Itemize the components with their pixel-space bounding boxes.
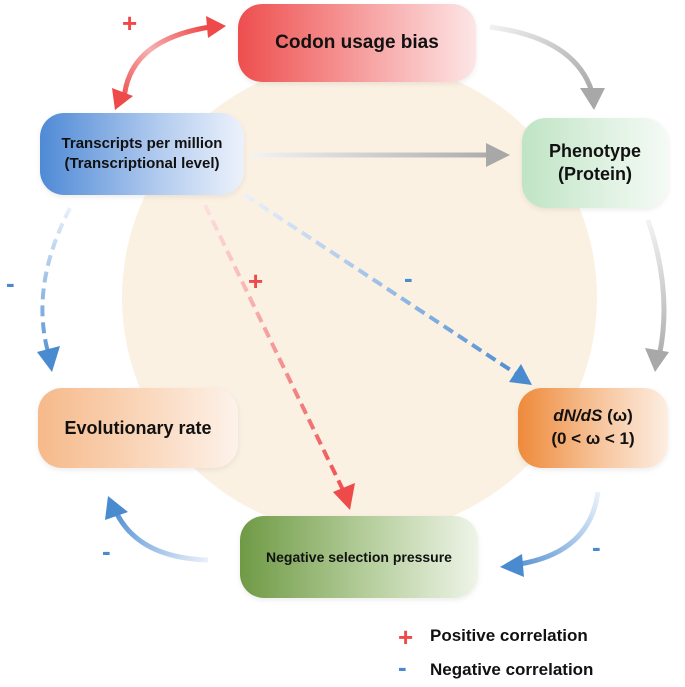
node-transcripts-label: Transcripts per million <box>61 134 223 152</box>
arrowhead-tpm-evolutionary-rate <box>37 346 60 372</box>
arrowhead-tpm-dnds <box>509 364 532 385</box>
dnds-slash-text: / <box>575 406 581 426</box>
sign-codon-tpm: + <box>122 8 138 38</box>
arrowhead-tpm-negative-selection <box>333 483 355 510</box>
node-phenotype-label: Phenotype <box>548 140 641 161</box>
node-negative-selection-label: Negative selection pressure <box>266 549 452 565</box>
sign-negative-selection-evolutionary-rate: - <box>102 536 111 566</box>
node-evolutionary-rate-label: Evolutionary rate <box>64 417 212 438</box>
node-dnds-ratio: dN/dS (ω) (0 < ω < 1) <box>518 388 668 468</box>
arrow-tpm-negative-selection <box>203 204 345 491</box>
dnds-ds-text: dS <box>580 406 603 426</box>
sign-tpm-evolutionary-rate: - <box>6 268 15 298</box>
dnds-dn-text: dN <box>553 406 576 426</box>
legend-positive-label: Positive correlation <box>430 626 588 645</box>
arrow-dnds-negative-selection <box>519 491 601 567</box>
node-transcripts-sublabel: (Transcriptional level) <box>64 155 220 172</box>
arrowhead-tpm-phenotype <box>486 143 510 167</box>
arrowhead-phenotype-dnds <box>645 348 669 372</box>
sign-tpm-negative-selection: + <box>248 266 264 296</box>
node-codon-usage-bias-label: Codon usage bias <box>275 32 439 53</box>
arrow-codon-phenotype <box>489 24 595 93</box>
arrowhead-codon-phenotype <box>580 88 605 110</box>
node-dnds-label: dN/dS (ω) <box>553 405 633 428</box>
arrowhead-negative-selection-evolutionary-rate <box>105 496 128 520</box>
sign-dnds-negative-selection: - <box>592 532 601 562</box>
legend-positive-symbol: + <box>398 622 414 652</box>
arrow-tpm-evolutionary-rate <box>40 207 72 353</box>
node-phenotype-sublabel: (Protein) <box>558 164 632 184</box>
arrowhead-codon-tpm-end <box>206 16 226 38</box>
node-dnds-range: (0 < ω < 1) <box>551 429 635 448</box>
sign-tpm-dnds: - <box>404 263 413 293</box>
arrow-tpm-dnds <box>243 193 517 375</box>
arrowhead-dnds-negative-selection <box>500 554 524 577</box>
arrow-codon-tpm <box>121 24 211 101</box>
node-transcripts-per-million: Transcripts per million (Transcriptional… <box>40 113 244 195</box>
legend-negative-label: Negative correlation <box>430 660 594 679</box>
arrow-negative-selection-evolutionary-rate <box>114 512 209 563</box>
node-codon-usage-bias: Codon usage bias <box>238 4 476 82</box>
legend-negative-symbol: - <box>398 652 407 682</box>
arrow-phenotype-dnds <box>645 219 667 353</box>
node-negative-selection-pressure: Negative selection pressure <box>240 516 478 598</box>
dnds-omega-text: (ω) <box>602 406 633 426</box>
arrowhead-codon-tpm-start <box>112 88 133 110</box>
node-evolutionary-rate: Evolutionary rate <box>38 388 238 468</box>
node-phenotype: Phenotype (Protein) <box>522 118 668 208</box>
